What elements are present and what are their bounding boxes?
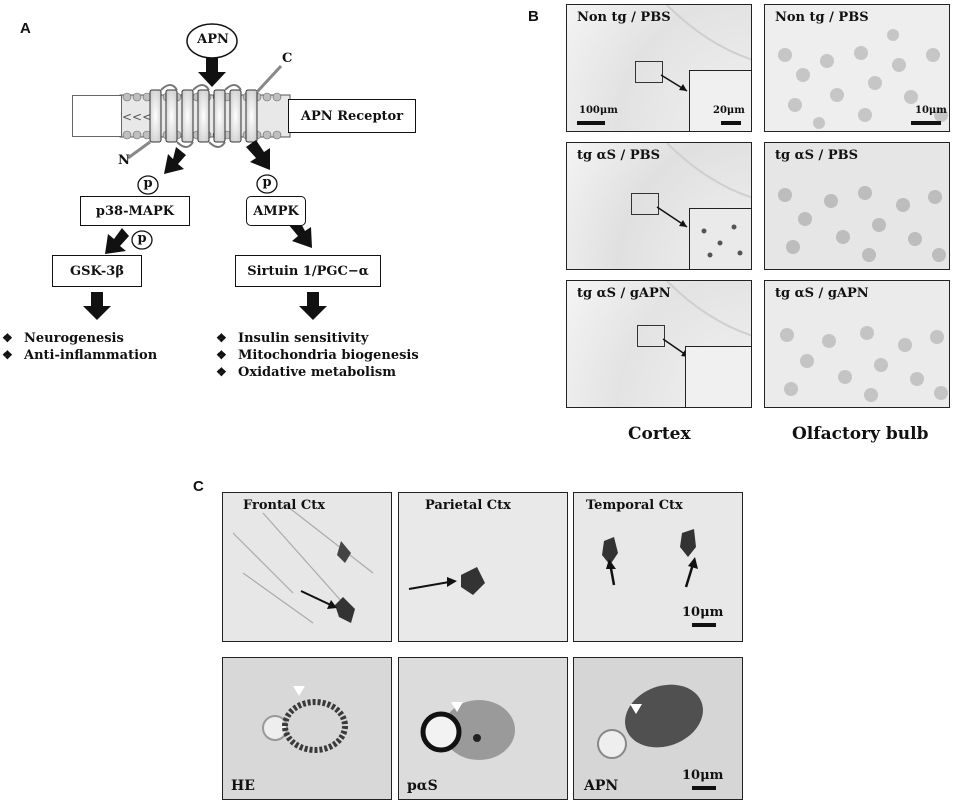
cortex-label-3: tg αS / gAPN (577, 286, 671, 301)
n-terminus-stalk (127, 140, 151, 160)
cortex-roi-box-1 (635, 61, 663, 83)
diamond-bullet-icon: ❖ (216, 331, 227, 345)
effect-item: ❖Neurogenesis (2, 331, 124, 346)
apn-receptor-box: APN Receptor (288, 99, 416, 133)
scale-bar-c-bottom (692, 786, 716, 790)
bulb-label-2: tg αS / PBS (775, 148, 858, 163)
left-effects-list: ❖Neurogenesis ❖Anti-inflammation (2, 330, 157, 364)
column-label-cortex: Cortex (628, 424, 691, 444)
arrow-right-effects (299, 292, 327, 320)
column-label-olfactory-bulb: Olfactory bulb (792, 424, 929, 444)
bulb-image-2: tg αS / PBS (764, 142, 950, 270)
arrow-to-gsk (105, 228, 129, 254)
zoom-arrow-2 (656, 206, 688, 228)
zoom-arrow-1 (660, 74, 688, 92)
right-effects-list: ❖Insulin sensitivity ❖Mitochondria bioge… (216, 330, 419, 381)
cortex-roi-box-2 (631, 193, 659, 215)
scale-bar-inset (721, 121, 741, 125)
gsk3b-box: GSK-3β (52, 255, 142, 287)
parietal-ctx-image: Parietal Ctx (398, 492, 568, 642)
diamond-bullet-icon: ❖ (2, 348, 13, 362)
phospho-ampk-label: p (262, 175, 272, 190)
diamond-bullet-icon: ❖ (2, 331, 13, 345)
scale-bar-bulb (911, 121, 941, 125)
bulb-image-1: Non tg / PBS 10μm (764, 4, 950, 132)
he-stain-image: HE (222, 657, 392, 800)
he-stain-label: HE (231, 778, 255, 794)
scale-bar-cortex (577, 121, 605, 125)
cortex-label-2: tg αS / PBS (577, 148, 660, 163)
arrow-left-effects (83, 292, 111, 320)
cortex-image-1: Non tg / PBS 100μm 20μm (566, 4, 752, 132)
ampk-box: AMPK (246, 196, 306, 226)
bulb-label-1: Non tg / PBS (775, 10, 869, 25)
frontal-ctx-image: Frontal Ctx (222, 492, 392, 642)
bulb-image-3: tg αS / gAPN (764, 280, 950, 408)
apn-ligand-label: APN (197, 32, 229, 47)
transmembrane-helices (149, 89, 258, 143)
panel-b-letter: B (528, 8, 539, 25)
apn-stain-label: APN (584, 778, 619, 794)
scale-label-c-bottom: 10μm (682, 768, 724, 783)
phospho-p38-label: p (143, 176, 153, 191)
cortex-inset-1 (689, 70, 751, 131)
cortex-inset-3 (685, 346, 751, 407)
effect-item: ❖Oxidative metabolism (216, 365, 396, 380)
scale-label-c-top: 10μm (682, 605, 724, 620)
effect-item: ❖Insulin sensitivity (216, 331, 369, 346)
parietal-ctx-label: Parietal Ctx (425, 498, 511, 513)
sirtuin-box: Sirtuin 1/PGC−α (235, 255, 381, 287)
n-terminus-label: N (118, 153, 130, 168)
phospho-gsk-circle (131, 230, 153, 250)
arrow-to-ampk (246, 140, 270, 170)
cortex-image-2: tg αS / PBS (566, 142, 752, 270)
ligand-arrow (198, 58, 226, 87)
diamond-bullet-icon: ❖ (216, 348, 227, 362)
svg-text:<<<: <<< (122, 110, 152, 124)
scale-label-inset: 20μm (713, 105, 745, 116)
phospho-p38-circle (137, 175, 159, 195)
diamond-bullet-icon: ❖ (216, 365, 227, 379)
frontal-ctx-label: Frontal Ctx (243, 498, 325, 513)
cortex-label-1: Non tg / PBS (577, 10, 671, 25)
scale-label-bulb: 10μm (915, 105, 947, 116)
scale-label-cortex: 100μm (579, 105, 618, 116)
panel-a-diagram: <<< (83, 23, 327, 320)
phospho-ampk-circle (256, 174, 278, 194)
p38-mapk-box: p38-MAPK (80, 196, 190, 226)
phospho-gsk-label: p (137, 231, 147, 246)
cortex-image-3: tg αS / gAPN (566, 280, 752, 408)
effect-item: ❖Mitochondria biogenesis (216, 348, 419, 363)
c-terminus-stalk (255, 64, 283, 94)
bulb-label-3: tg αS / gAPN (775, 286, 869, 301)
temporal-ctx-label: Temporal Ctx (586, 498, 683, 513)
c-terminus-label: C (282, 51, 293, 66)
temporal-ctx-image: Temporal Ctx 10μm (573, 492, 743, 642)
pas-stain-image: pαS (398, 657, 568, 800)
receptor-left-blank-box (72, 95, 122, 137)
scale-bar-c-top (692, 623, 716, 627)
cortex-inset-2 (689, 208, 751, 269)
panel-c-letter: C (193, 478, 204, 495)
arrow-to-p38 (164, 147, 186, 174)
effect-item: ❖Anti-inflammation (2, 348, 158, 363)
panel-a-letter: A (20, 20, 31, 37)
pas-stain-label: pαS (407, 778, 438, 794)
apn-stain-image: APN 10μm (573, 657, 743, 800)
cortex-roi-box-3 (637, 325, 665, 347)
